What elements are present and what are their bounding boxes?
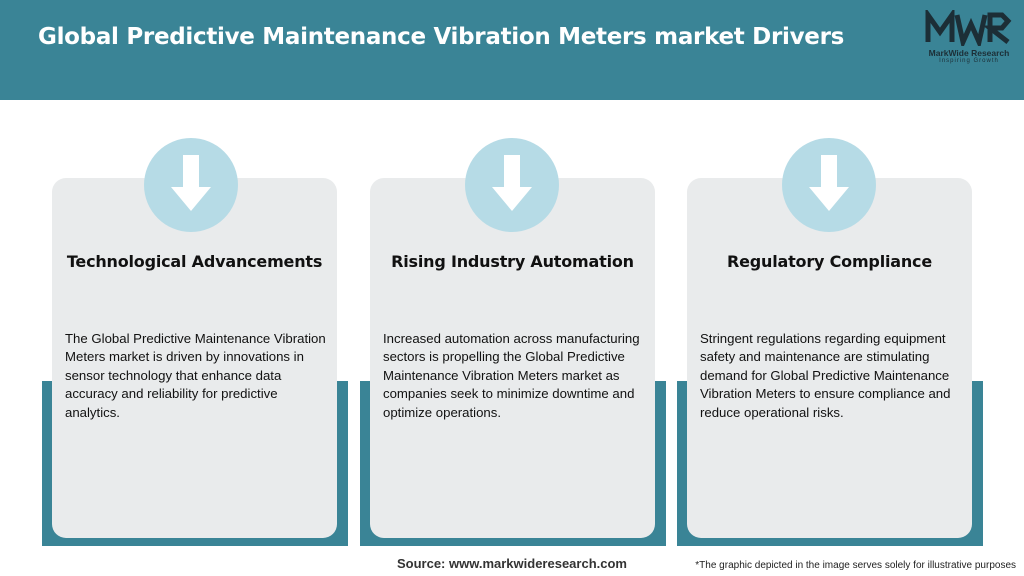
card-body: Increased automation across manufacturin… [383, 331, 640, 420]
card-3-icon-circle [782, 138, 876, 232]
logo-tagline: Inspiring Growth [939, 58, 999, 64]
card-body: The Global Predictive Maintenance Vibrat… [65, 331, 326, 420]
driver-card-automation: Rising Industry Automation Increased aut… [370, 178, 655, 538]
down-arrow-icon [492, 155, 532, 211]
card-1-icon-circle [144, 138, 238, 232]
driver-card-technological: Technological Advancements The Global Pr… [52, 178, 337, 538]
card-title: Technological Advancements [66, 252, 323, 271]
driver-card-regulatory: Regulatory Compliance Stringent regulati… [687, 178, 972, 538]
header-banner: Global Predictive Maintenance Vibration … [0, 0, 1024, 100]
disclaimer-note: *The graphic depicted in the image serve… [695, 560, 1016, 571]
page-title: Global Predictive Maintenance Vibration … [38, 24, 845, 50]
source-credit: Source: www.markwideresearch.com [396, 556, 627, 571]
down-arrow-icon [809, 155, 849, 211]
mwr-logo-icon [925, 10, 1012, 46]
markwide-logo: MarkWide Research Inspiring Growth [922, 8, 1016, 68]
card-title: Regulatory Compliance [727, 252, 932, 271]
card-body: Stringent regulations regarding equipmen… [700, 331, 951, 420]
card-2-icon-circle [465, 138, 559, 232]
down-arrow-icon [171, 155, 211, 211]
logo-name: MarkWide Research [928, 48, 1010, 58]
card-title: Rising Industry Automation [391, 252, 634, 271]
